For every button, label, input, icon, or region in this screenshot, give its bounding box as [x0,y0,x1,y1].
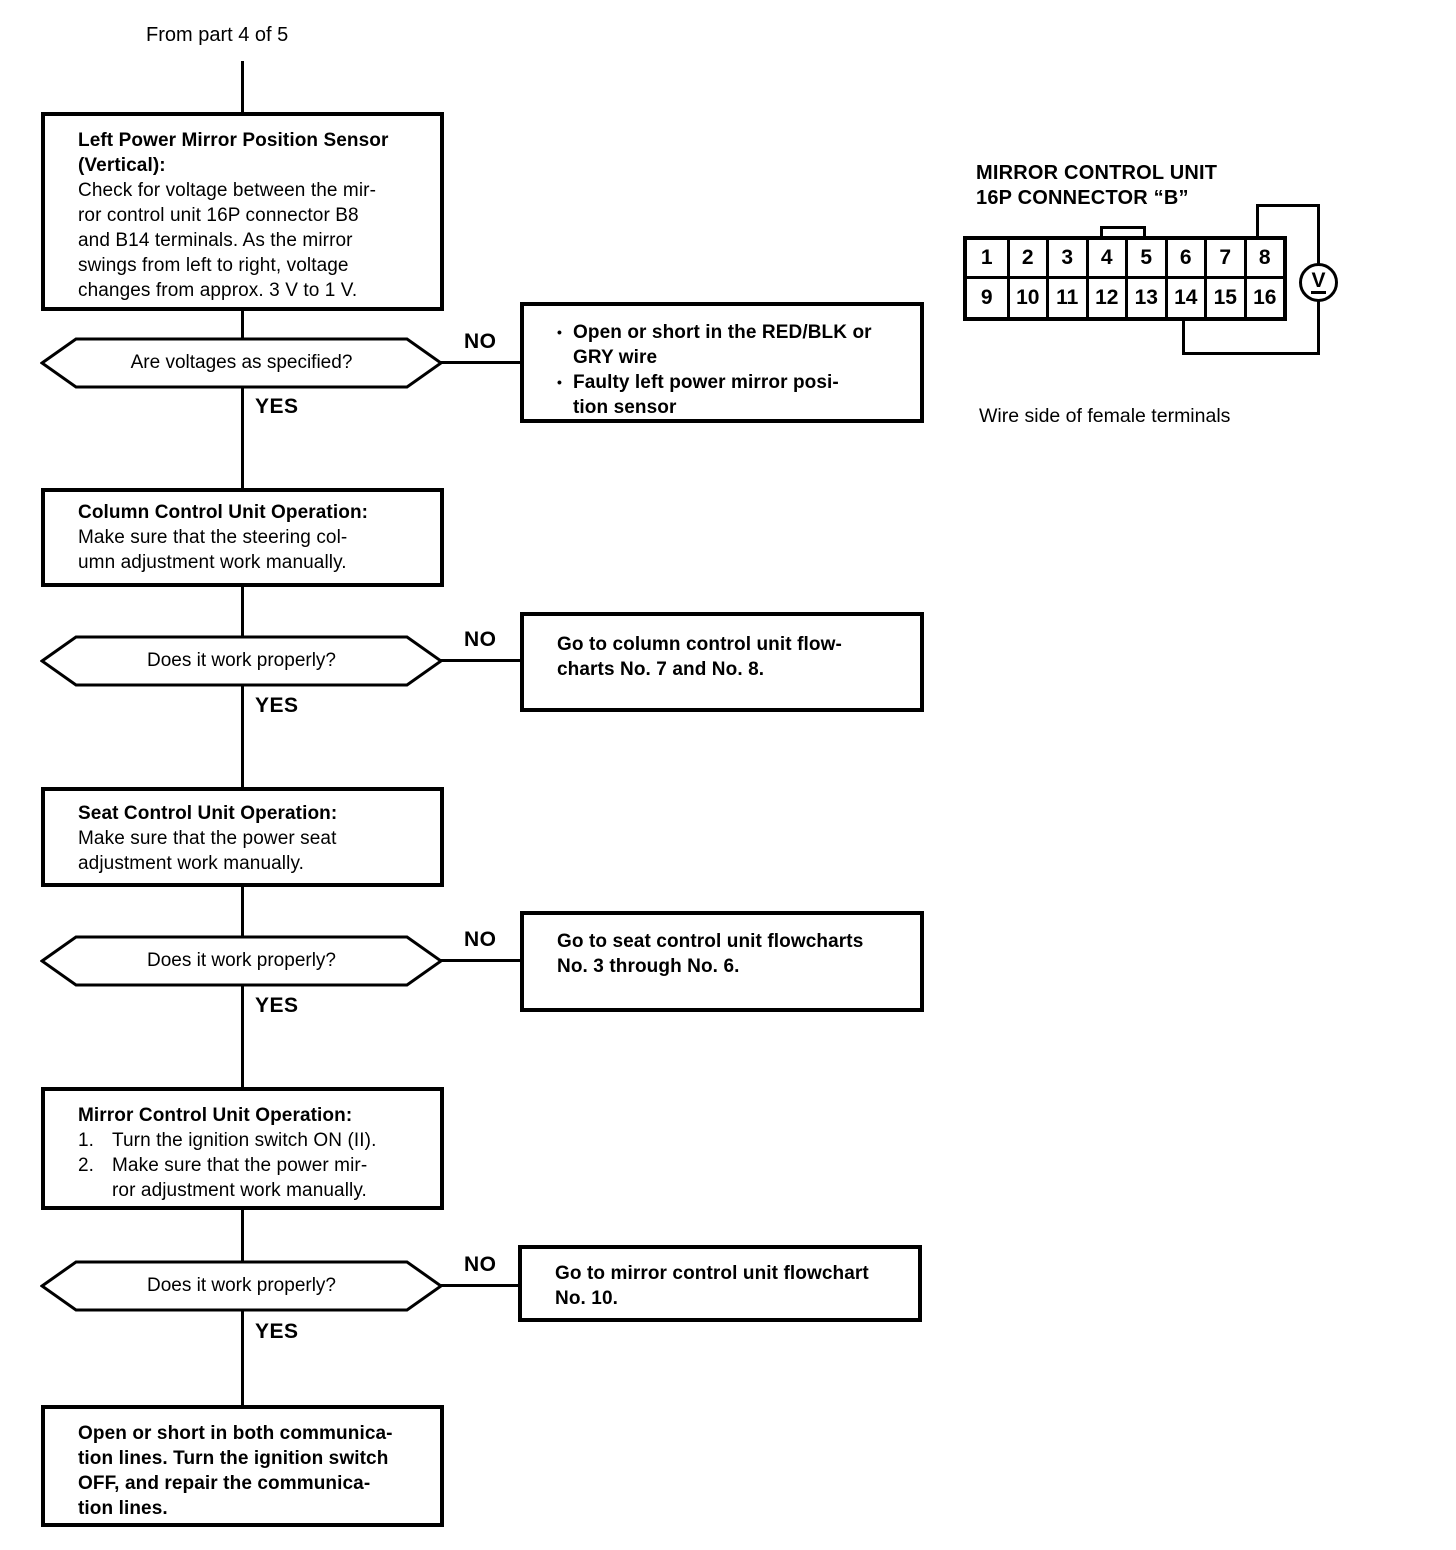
yes-label-4: YES [255,1320,299,1343]
result-bullet-item: • Faulty left power mirror posi- tion se… [557,370,910,420]
wire-top-horizontal [1256,204,1320,207]
pin-cell: 11 [1046,278,1086,317]
no-branch-line-4 [428,1284,520,1287]
no-branch-line-3 [428,959,522,962]
box-title: Column Control Unit Operation: [78,502,369,523]
connector-caption: Wire side of female terminals [979,405,1231,427]
decision-text: Does it work properly? [146,1275,337,1296]
pin-cell: 13 [1125,278,1165,317]
yes-label-1: YES [255,395,299,418]
pin-cell: 10 [1006,278,1047,317]
decision-text: Does it work properly? [146,650,337,671]
result-text: Go to seat control unit flowcharts No. 3… [557,931,864,977]
box-title: Seat Control Unit Operation: [78,803,338,824]
pin-cell: 2 [1006,240,1046,279]
process-box-seat-control-unit: Seat Control Unit Operation: Make sure t… [41,787,444,887]
hexagon-shape [40,635,443,687]
numbered-step: 1. Turn the ignition switch ON (II). [78,1128,428,1153]
bullet-icon: • [557,374,563,390]
voltmeter-label: V [1311,269,1326,292]
decision-text: Are voltages as specified? [130,352,353,373]
wire-bottom-horizontal [1182,352,1320,355]
pin-cell: 16 [1243,278,1284,317]
no-label-1: NO [464,330,497,353]
connector-16p-diagram: 1 2 3 4 5 6 7 8 9 10 11 12 13 14 15 16 [963,236,1287,321]
decision-voltages-as-specified: Are voltages as specified? [40,337,443,389]
wire-bottom-to-meter [1317,299,1320,355]
voltmeter-icon: V [1299,263,1338,302]
bullet-icon: • [557,324,563,340]
wire-top-to-meter [1317,204,1320,266]
process-box-mirror-control-unit: Mirror Control Unit Operation: 1. Turn t… [41,1087,444,1210]
step-number: 2. [78,1155,95,1176]
pin-cell: 15 [1204,278,1244,317]
decision-work-properly-3: Does it work properly? [40,1260,443,1312]
no-label-3: NO [464,928,497,951]
hexagon-shape [40,935,443,987]
box-body: Check for voltage between the mir- ror c… [78,180,377,301]
pin-cell: 14 [1164,278,1205,317]
result-text: Go to mirror control unit flowchart No. … [555,1263,869,1309]
wire-pin14-stub [1182,317,1185,355]
no-label-4: NO [464,1253,497,1276]
main-flow-line [241,61,244,1407]
wire-pin8-stub [1256,204,1259,238]
yes-label-2: YES [255,694,299,717]
decision-work-properly-2: Does it work properly? [40,935,443,987]
pin-cell: 4 [1085,240,1125,279]
hexagon-shape [40,337,443,389]
process-box-mirror-position-sensor: Left Power Mirror Position Sensor (Verti… [41,112,444,311]
box-body: Make sure that the steering col- umn adj… [78,527,348,573]
step-text: Turn the ignition switch ON (II). [112,1130,377,1151]
no-label-2: NO [464,628,497,651]
numbered-step: 2. Make sure that the power mir- ror adj… [78,1153,428,1203]
result-text: Go to column control unit flow- charts N… [557,634,842,680]
pin-cell: 3 [1046,240,1086,279]
connector-title: MIRROR CONTROL UNIT 16P CONNECTOR “B” [976,162,1218,209]
yes-label-3: YES [255,994,299,1017]
pin-cell: 12 [1085,278,1126,317]
no-branch-line-1 [428,361,522,364]
result-text: Faulty left power mirror posi- tion sens… [573,372,839,418]
hexagon-shape [40,1260,443,1312]
pin-cell: 8 [1243,240,1283,279]
step-text: Make sure that the power mir- ror adjust… [112,1155,368,1201]
box-body: Make sure that the power seat adjustment… [78,828,337,874]
box-body: Open or short in both communica- tion li… [78,1423,393,1519]
voltmeter-underline [1311,291,1326,294]
box-title: Left Power Mirror Position Sensor (Verti… [78,130,389,176]
pin-cell: 1 [967,240,1007,279]
final-box-repair-communication-lines: Open or short in both communica- tion li… [41,1405,444,1527]
decision-work-properly-1: Does it work properly? [40,635,443,687]
result-box-column-flowcharts: Go to column control unit flow- charts N… [520,612,924,712]
result-text: Open or short in the RED/BLK or GRY wire [573,322,872,368]
pin-cell: 5 [1125,240,1165,279]
process-box-column-control-unit: Column Control Unit Operation: Make sure… [41,488,444,587]
step-number: 1. [78,1130,95,1151]
box-title: Mirror Control Unit Operation: [78,1105,353,1126]
decision-text: Does it work properly? [146,950,337,971]
pin-cell: 9 [980,285,993,309]
result-box-mirror-flowchart: Go to mirror control unit flowchart No. … [518,1245,922,1322]
result-box-seat-flowcharts: Go to seat control unit flowcharts No. 3… [520,911,924,1012]
from-part-label: From part 4 of 5 [146,24,289,46]
no-branch-line-2 [428,659,522,662]
result-box-open-short-red-blk: • Open or short in the RED/BLK or GRY wi… [520,302,924,423]
result-bullet-item: • Open or short in the RED/BLK or GRY wi… [557,320,910,370]
pin-cell: 7 [1204,240,1244,279]
pin-cell: 6 [1164,240,1204,279]
